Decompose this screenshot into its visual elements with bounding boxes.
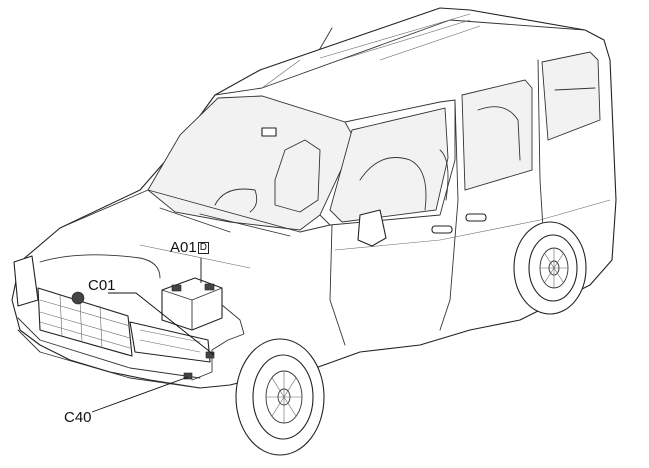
front-grille [37, 287, 133, 357]
side-door-window [461, 79, 533, 191]
front-wheel [235, 338, 325, 456]
battery [161, 277, 223, 331]
callout-a01-label: A01 [170, 239, 197, 256]
rear-wheel [513, 221, 587, 315]
callout-c01-label: C01 [88, 277, 116, 294]
c40-leader [91, 376, 189, 413]
front-side-window [329, 107, 449, 223]
door-handle [431, 225, 453, 234]
callout-c01: C01 [88, 278, 116, 293]
callout-a01-tag: D [197, 242, 209, 254]
brand-emblem [71, 291, 85, 305]
callout-c40-label: C40 [64, 409, 92, 426]
side-mirror [357, 209, 387, 247]
headlight-left [13, 255, 39, 307]
c01-leader [108, 292, 215, 356]
rear-side-window [541, 51, 601, 141]
callout-c40: C40 [64, 410, 92, 425]
wiring-harness [191, 304, 245, 381]
door-handle [465, 213, 487, 222]
